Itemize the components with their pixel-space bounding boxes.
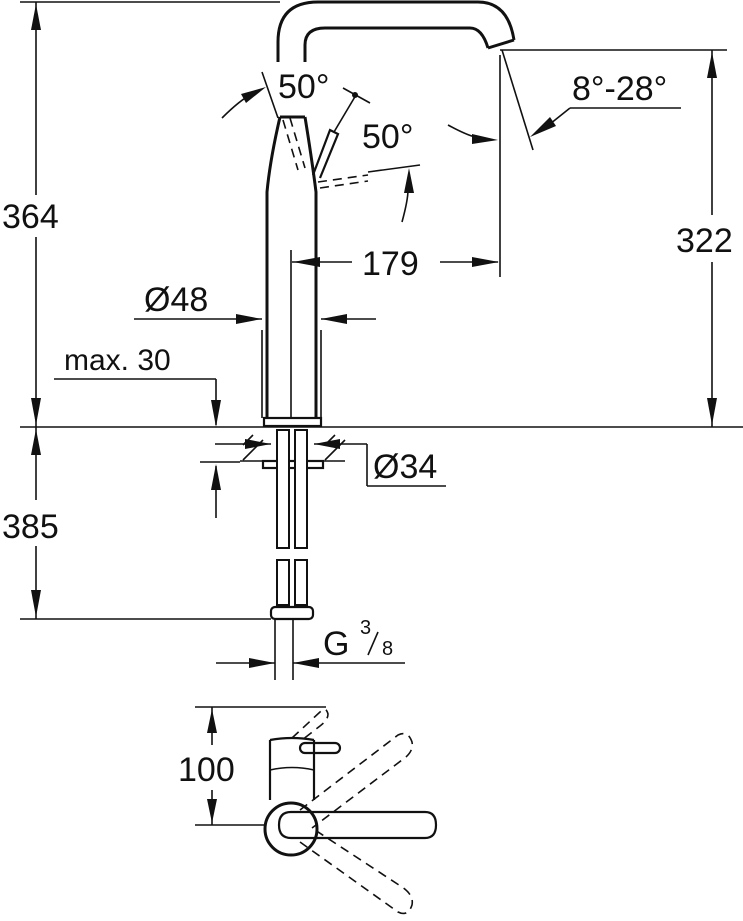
thread-label-numerator: 3 (360, 617, 371, 639)
hose-length-label: 385 (2, 508, 59, 546)
dimension-hole-diameter: Ø34 (215, 439, 446, 487)
deck-thickness-label: max. 30 (64, 344, 171, 377)
deck-plate (20, 426, 743, 470)
supply-hoses (269, 429, 315, 680)
dimension-lever-front: 50° (362, 118, 498, 223)
spout-reach-label: 179 (362, 245, 419, 283)
thread-label-denominator: 8 (382, 638, 393, 660)
body-diameter-label: Ø48 (144, 281, 208, 319)
dimension-thread: G 3 8 (216, 617, 405, 668)
lever-back-angle-label: 50° (278, 68, 329, 106)
lever-front-angle-label: 50° (362, 118, 413, 156)
dimension-spout-reach: 179 (292, 55, 501, 283)
dimension-total-height: 364 (2, 1, 280, 427)
dimension-spray-angle: 8°-28° (501, 49, 681, 151)
dimension-spout-height: 322 (500, 49, 733, 427)
dimension-deck-thickness: max. 30 (54, 344, 240, 518)
handle-height-label: 100 (178, 751, 235, 789)
faucet-top-view: 100 (178, 706, 438, 915)
dimension-body-diameter: Ø48 (134, 281, 376, 324)
spout-height-label: 322 (676, 222, 733, 260)
total-height-label: 364 (2, 198, 59, 236)
spray-angle-label: 8°-28° (572, 70, 667, 108)
faucet-body (261, 0, 516, 428)
hole-diameter-label: Ø34 (373, 448, 437, 486)
dimension-hose-length: 385 (2, 427, 271, 620)
thread-label-g: G (323, 625, 349, 663)
dimension-lever-back: 50° (221, 68, 329, 119)
